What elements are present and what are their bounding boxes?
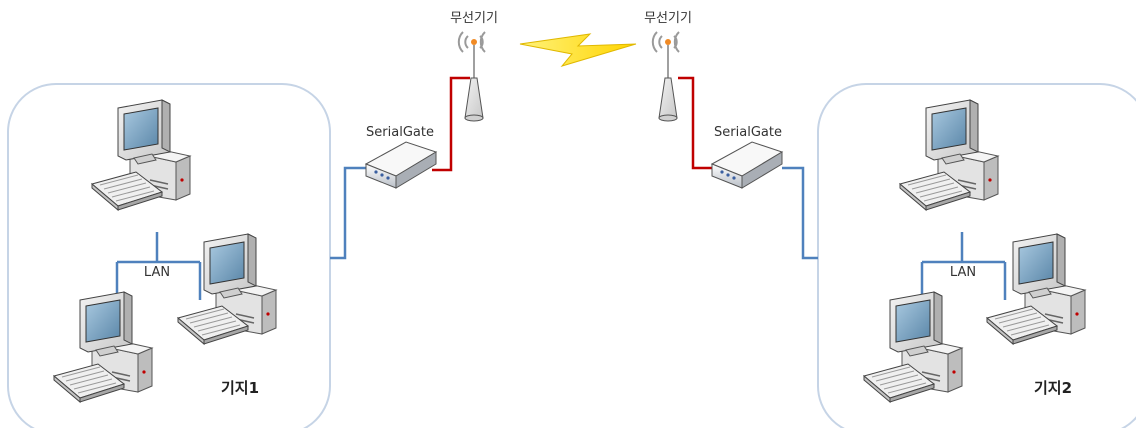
serialgate-right-label: SerialGate (714, 125, 782, 140)
computer-icon (53, 291, 153, 403)
radio-left-icon (457, 31, 486, 122)
radio-right-icon (651, 31, 680, 122)
serialgate-right-icon (711, 141, 783, 189)
lan-label-left: LAN (144, 265, 170, 280)
site-left-label: 기지1 (221, 379, 259, 397)
uplink-right (782, 166, 818, 260)
serialgate-left-icon (365, 141, 437, 189)
computer-icon (177, 233, 277, 345)
computer-icon (899, 99, 999, 211)
lan-wiring-right (920, 232, 1007, 300)
radio-left-label: 무선기기 (450, 11, 498, 26)
serial-cable-left (432, 76, 470, 172)
radio-right-label: 무선기기 (644, 11, 692, 26)
computer-icon (986, 233, 1086, 345)
lan-label-right: LAN (950, 265, 976, 280)
serialgate-left-label: SerialGate (366, 125, 434, 140)
wireless-link-icon (519, 33, 637, 67)
site-right-label: 기지2 (1034, 379, 1072, 397)
computer-icon (91, 99, 191, 211)
computer-icon (863, 291, 963, 403)
uplink-left (330, 166, 370, 260)
serial-cable-right (678, 76, 715, 170)
